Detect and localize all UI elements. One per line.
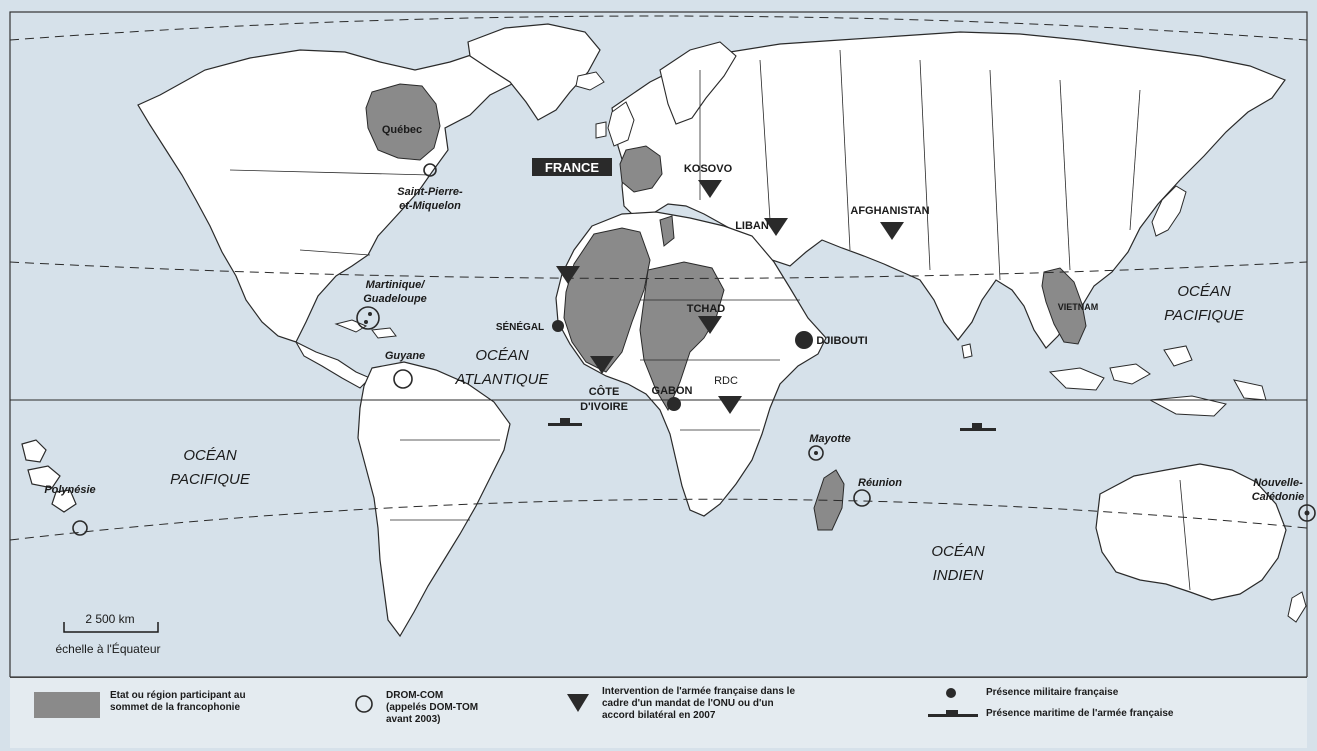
map-legend: Etat ou région participant au sommet de … <box>10 677 1307 748</box>
legend-military-icon <box>944 686 958 700</box>
label-ocean-pacifique-w-1: OCÉAN <box>183 447 237 464</box>
label-tchad: TCHAD <box>687 303 726 315</box>
label-ocean-indien-2: INDIEN <box>933 567 984 584</box>
legend-dromcom: DROM-COM (appelés DOM-TOM avant 2003) <box>386 690 478 726</box>
label-liban: LIBAN <box>735 220 769 232</box>
label-spm-2: et-Miquelon <box>399 200 461 212</box>
label-kosovo: KOSOVO <box>684 163 733 175</box>
legend-intervention: Intervention de l'armée française dans l… <box>602 686 795 722</box>
label-gabon: GABON <box>652 385 693 397</box>
military-senegal <box>552 320 564 332</box>
label-france: FRANCE <box>545 160 599 175</box>
label-ocean-atlantique-1: OCÉAN <box>475 347 529 364</box>
military-djibouti <box>795 331 813 349</box>
label-senegal: SÉNÉGAL <box>496 320 544 333</box>
label-quebec: Québec <box>382 124 422 136</box>
legend-maritime-icon <box>926 706 980 720</box>
label-martinique-2: Guadeloupe <box>363 293 427 305</box>
world-map: Québec FRANCE KOSOVO LIBAN AFGHANISTAN V… <box>0 0 1317 677</box>
label-nouvelle-caledonie-2: Calédonie <box>1252 491 1305 503</box>
label-ocean-indien-1: OCÉAN <box>931 543 985 560</box>
label-ocean-pacifique-e-2: PACIFIQUE <box>1164 307 1245 324</box>
legend-military: Présence militaire française <box>986 687 1118 699</box>
legend-intervention-icon <box>566 692 590 714</box>
label-spm-1: Saint-Pierre- <box>397 186 463 198</box>
label-reunion: Réunion <box>858 477 902 489</box>
military-gabon <box>667 397 681 411</box>
label-polynesie: Polynésie <box>44 484 95 496</box>
scale-distance: 2 500 km <box>85 612 134 626</box>
label-martinique-1: Martinique/ <box>366 279 427 291</box>
label-guyane: Guyane <box>385 350 425 362</box>
label-ocean-atlantique-2: ATLANTIQUE <box>454 371 549 388</box>
label-nouvelle-caledonie-1: Nouvelle- <box>1253 477 1303 489</box>
label-afghanistan: AFGHANISTAN <box>850 205 929 217</box>
label-ocean-pacifique-w-2: PACIFIQUE <box>170 471 251 488</box>
label-vietnam: VIETNAM <box>1058 302 1099 312</box>
legend-maritime: Présence maritime de l'armée française <box>986 708 1174 720</box>
label-cote-ivoire-2: D'IVOIRE <box>580 401 628 413</box>
label-ocean-pacifique-e-1: OCÉAN <box>1177 283 1231 300</box>
label-djibouti: DJIBOUTI <box>816 335 867 347</box>
legend-dromcom-icon <box>354 694 374 714</box>
legend-francophonie: Etat ou région participant au sommet de … <box>110 690 246 714</box>
quebec-region <box>366 84 440 160</box>
sri-lanka <box>962 344 972 358</box>
label-mayotte: Mayotte <box>809 433 851 445</box>
legend-francophonie-swatch <box>34 692 100 718</box>
scale-note: échelle à l'Équateur <box>55 641 160 656</box>
label-cote-ivoire-1: CÔTE <box>589 385 620 398</box>
label-rdc: RDC <box>714 375 738 387</box>
